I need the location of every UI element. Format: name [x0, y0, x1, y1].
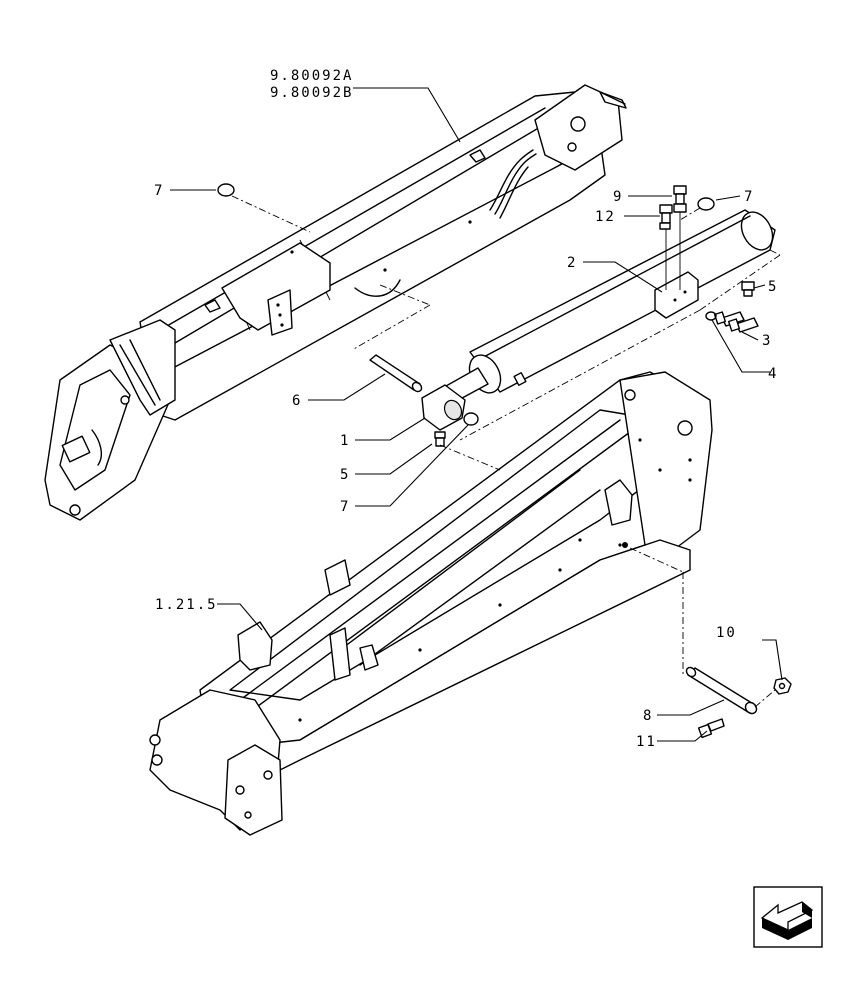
o-ring-7-right	[697, 197, 715, 211]
fitting-9	[673, 185, 687, 290]
small-parts	[217, 183, 792, 739]
o-ring-7-left	[217, 183, 235, 197]
lift-cylinder	[421, 209, 776, 431]
fitting-5-right	[741, 281, 755, 297]
callout-11: 11	[636, 734, 657, 750]
callout-5-right: 5	[768, 279, 778, 295]
callout-ref-frame: 1.21.5	[155, 597, 218, 613]
nut-10	[773, 677, 792, 695]
pin-8	[685, 666, 758, 715]
chassis-frame	[149, 371, 713, 836]
callout-10: 10	[716, 625, 737, 641]
callout-7-bottom: 7	[340, 499, 350, 515]
callout-7-top-left: 7	[154, 183, 164, 199]
fitting-5-left	[434, 431, 446, 447]
callout-7-top-right: 7	[744, 189, 754, 205]
bolt-11	[697, 718, 725, 739]
callout-8: 8	[643, 708, 653, 724]
callout-4: 4	[768, 366, 778, 382]
center-lines	[231, 195, 781, 708]
boom-assembly	[44, 84, 627, 521]
bolts-3	[713, 311, 759, 333]
callout-ref-boom-b: 9.80092B	[270, 85, 353, 101]
callout-ref-boom-a: 9.80092A	[270, 68, 353, 84]
arrow-next-icon[interactable]	[753, 886, 823, 948]
leader-lines	[170, 87, 783, 742]
callout-3: 3	[762, 333, 772, 349]
callout-1: 1	[340, 433, 350, 449]
callout-6: 6	[292, 393, 302, 409]
callout-labels: 9.80092A 9.80092B 7 9 7 12 2 5 3 4 6 1 5…	[154, 68, 778, 750]
callout-2: 2	[567, 255, 577, 271]
pin-6	[369, 354, 423, 393]
callout-9: 9	[613, 189, 623, 205]
callout-5-left: 5	[340, 467, 350, 483]
o-ring-7-bottom	[463, 412, 479, 426]
callout-12: 12	[595, 209, 616, 225]
washer-4	[705, 311, 717, 321]
fitting-12	[659, 204, 673, 290]
